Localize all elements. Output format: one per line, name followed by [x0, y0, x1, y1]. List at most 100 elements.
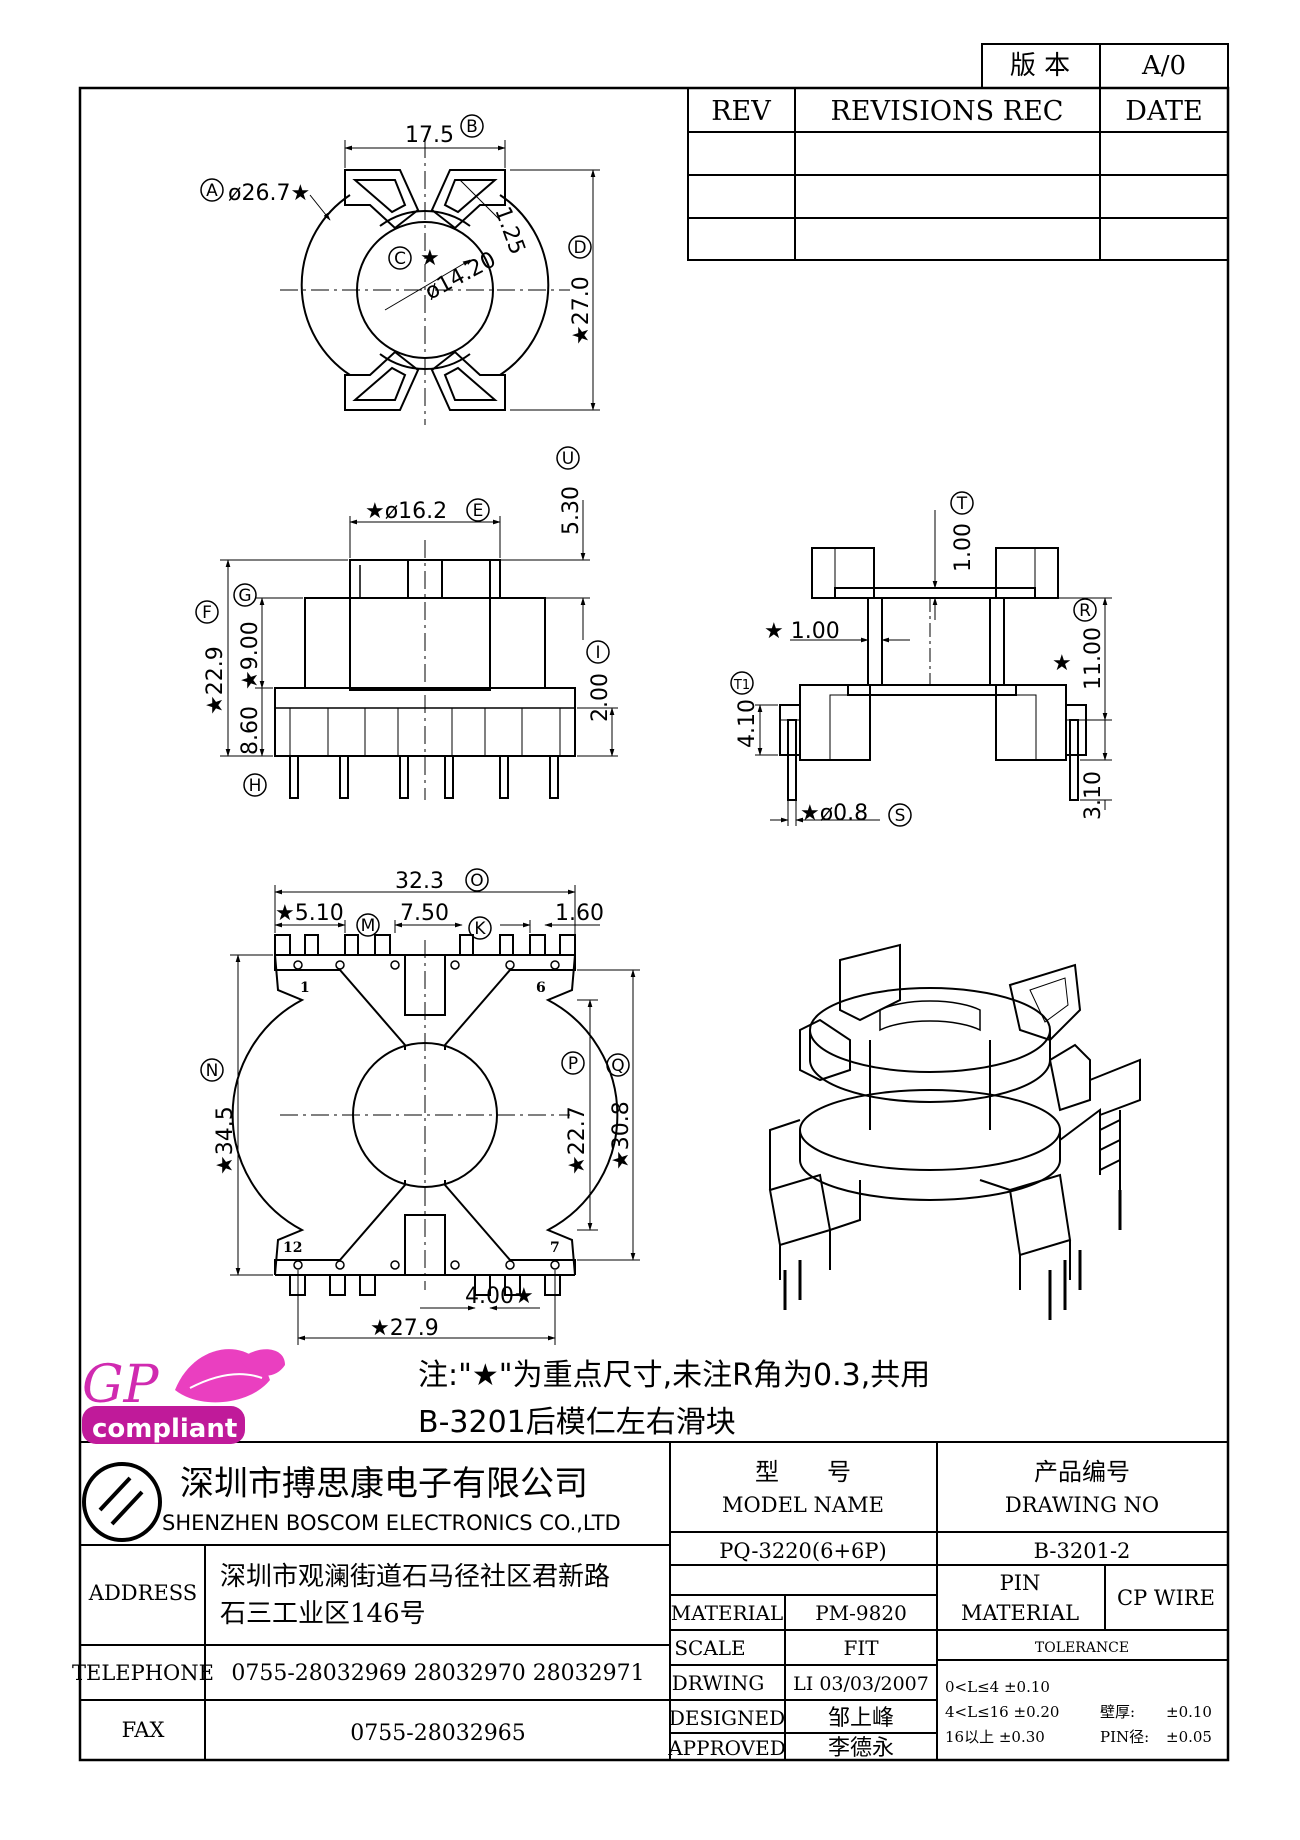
pin-12-label: 12: [283, 1240, 302, 1256]
designed-value: 邹上峰: [828, 1706, 894, 1731]
dim-u: 5.30: [559, 486, 584, 535]
svg-text:F: F: [202, 603, 212, 623]
note-line-2: B-3201后模仁左右滑块: [418, 1405, 736, 1440]
designed-label: DESIGNED: [669, 1706, 785, 1730]
model-label-cn: 型 号: [755, 1458, 851, 1486]
compliant-text: compliant: [92, 1414, 237, 1444]
address-label: ADDRESS: [88, 1581, 197, 1605]
dim-860: 8.60: [238, 706, 263, 755]
svg-text:S: S: [895, 806, 906, 826]
svg-text:T1: T1: [733, 678, 750, 693]
dim-o: 32.3: [395, 869, 444, 894]
drwing-value: LI 03/03/2007: [793, 1673, 929, 1695]
pin-1-label: 1: [300, 980, 310, 996]
model-label-en: MODEL NAME: [722, 1493, 884, 1517]
dim-510: ★5.10: [275, 901, 344, 926]
dim-750: 7.50: [400, 901, 449, 926]
bottom-view: [230, 885, 640, 1345]
dim-i: 2.00: [588, 673, 613, 722]
svg-text:U: U: [562, 449, 574, 469]
dim-125: 1.25: [489, 204, 529, 259]
dim-e: ★ø16.2: [365, 499, 447, 524]
top-view: [280, 140, 600, 425]
note-line-1: 注:"★"为重点尺寸,未注R角为0.3,共用: [418, 1358, 930, 1393]
gp-text: GP: [82, 1355, 160, 1415]
scale-value: FIT: [843, 1636, 879, 1660]
svg-text:H: H: [249, 776, 262, 796]
approved-value: 李德永: [828, 1736, 894, 1761]
svg-text:M: M: [361, 916, 376, 936]
dim-t1: 4.10: [735, 699, 760, 748]
version-label: 版 本: [1010, 51, 1070, 81]
tolerance-row-1: 0<L≤4 ±0.10: [945, 1678, 1050, 1696]
front-view: [220, 500, 618, 800]
company-name-cn: 深圳市搏思康电子有限公司: [180, 1464, 588, 1504]
revision-table: [687, 87, 1229, 261]
approved-label: APPROVED: [667, 1736, 786, 1760]
dim-160: 1.60: [555, 901, 604, 926]
wall-value: ±0.10: [1166, 1703, 1212, 1721]
svg-text:D: D: [573, 238, 586, 258]
star-c: ★: [420, 246, 440, 271]
svg-text:G: G: [238, 586, 251, 606]
dim-d: ★27.0: [569, 276, 594, 345]
revisions-rec-header: REVISIONS REC: [831, 96, 1064, 127]
pin-7-label: 7: [550, 1240, 560, 1256]
dim-t: 1.00: [951, 523, 976, 572]
svg-text:K: K: [474, 919, 486, 939]
svg-text:O: O: [470, 871, 483, 891]
dim-s: ★ø0.8: [800, 801, 868, 826]
title-block: [80, 1441, 1228, 1760]
svg-text:N: N: [206, 1061, 219, 1081]
material-label: MATERIAL: [671, 1601, 783, 1625]
svg-text:T: T: [956, 494, 968, 514]
scale-label: SCALE: [674, 1636, 745, 1660]
svg-text:Q: Q: [611, 1056, 624, 1076]
wall-label: 壁厚:: [1100, 1703, 1135, 1721]
company-name-en: SHENZHEN BOSCOM ELECTRONICS CO.,LTD: [162, 1511, 621, 1535]
dim-279: ★27.9: [370, 1316, 439, 1341]
pin-6-label: 6: [536, 980, 546, 996]
model-value: PQ-3220(6+6P): [719, 1539, 887, 1563]
svg-text:B: B: [466, 117, 478, 137]
telephone-label: TELEPHONE: [72, 1661, 214, 1685]
tolerance-label: TOLERANCE: [1035, 1640, 1129, 1656]
side-view: [755, 510, 1112, 826]
dim-f: ★22.9: [203, 646, 228, 715]
pin-material-label-1: PIN: [1000, 1571, 1041, 1595]
pin-dia-label: PIN径:: [1100, 1728, 1149, 1746]
dim-n: ★34.5: [213, 1106, 238, 1175]
version-value: A/0: [1141, 51, 1186, 81]
dim-400: 4.00★: [465, 1284, 534, 1309]
rev-header: REV: [711, 96, 771, 127]
reference-circles: B A C D E U F G H I T R T1 S: [195, 114, 1097, 1082]
dim-a: ø26.7★: [228, 181, 310, 206]
drwing-label: DRWING: [672, 1671, 765, 1695]
dim-p: ★22.7: [565, 1106, 590, 1175]
dim-b: 17.5: [405, 123, 454, 148]
drawing-value: B-3201-2: [1034, 1539, 1131, 1563]
svg-text:I: I: [595, 643, 600, 663]
company-logo: [82, 1462, 162, 1542]
address-line-2: 石三工业区146号: [220, 1599, 426, 1629]
pin-material-label-2: MATERIAL: [961, 1601, 1079, 1625]
dim-r: 11.00: [1081, 627, 1106, 690]
isometric-view: [768, 943, 1141, 1320]
svg-text:P: P: [568, 1054, 578, 1074]
drawing-frame: [78, 86, 1230, 1762]
svg-text:R: R: [1079, 601, 1091, 621]
telephone-value: 0755-28032969 28032970 28032971: [231, 1661, 644, 1686]
pin-dia-value: ±0.05: [1166, 1728, 1212, 1746]
dim-100-left: ★ 1.00: [764, 619, 840, 644]
fax-value: 0755-28032965: [350, 1721, 525, 1746]
svg-text:E: E: [473, 501, 484, 521]
tolerance-row-3: 16以上 ±0.30: [945, 1728, 1045, 1746]
svg-text:A: A: [206, 181, 218, 201]
address-line-1: 深圳市观澜街道石马径社区君新路: [220, 1562, 610, 1592]
fax-label: FAX: [122, 1718, 165, 1742]
tolerance-row-2: 4<L≤16 ±0.20: [945, 1703, 1059, 1721]
star-r: ★: [1052, 651, 1072, 676]
pin-material-value: CP WIRE: [1117, 1586, 1215, 1610]
dim-310: 3.10: [1081, 771, 1106, 820]
